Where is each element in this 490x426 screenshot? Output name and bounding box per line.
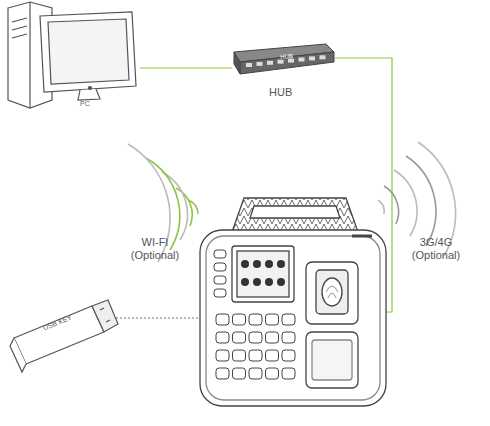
- keypad-key: [233, 332, 246, 343]
- usb-stick: [10, 300, 118, 372]
- keypad-key: [216, 350, 229, 361]
- side-key: [214, 263, 226, 271]
- keypad-key: [233, 314, 246, 325]
- network-cable: [140, 67, 232, 68]
- keypad: [216, 314, 295, 379]
- screen-icon: [253, 260, 261, 268]
- keypad-key: [266, 314, 279, 325]
- hub-port: [246, 63, 252, 67]
- usb-key-label: USB KEY: [42, 314, 73, 333]
- keypad-key: [233, 368, 246, 379]
- keypad-key: [249, 368, 262, 379]
- cellular-label: 3G/4G (Optional): [398, 236, 474, 262]
- hub-port: [278, 60, 284, 64]
- keypad-key: [216, 314, 229, 325]
- pc-label: PC: [80, 100, 90, 108]
- screen-icon: [265, 260, 273, 268]
- hub-label: HUB: [269, 86, 292, 99]
- hub-port: [257, 62, 263, 66]
- wifi-label: WI-FI (Optional): [120, 236, 190, 262]
- hub-port: [320, 55, 326, 59]
- keypad-key: [282, 332, 295, 343]
- keypad-key: [282, 314, 295, 325]
- keypad-key: [233, 350, 246, 361]
- usb-node: USB KEY: [8, 298, 120, 374]
- keypad-key: [282, 368, 295, 379]
- side-key: [214, 289, 226, 297]
- hub-node: HUB HUB: [232, 40, 336, 102]
- time-attendance-terminal: [200, 198, 386, 406]
- side-keys: [214, 250, 226, 297]
- pc-monitor: [40, 12, 136, 100]
- hub-port: [299, 58, 305, 62]
- hub-device: [234, 44, 334, 74]
- hub-body-label: HUB: [280, 53, 293, 61]
- usb-link: [108, 317, 206, 318]
- screen-icons: [241, 260, 285, 286]
- keypad-key: [216, 368, 229, 379]
- keypad-key: [266, 350, 279, 361]
- screen-icon: [277, 278, 285, 286]
- keypad-key: [282, 350, 295, 361]
- keypad-key: [216, 332, 229, 343]
- keypad-key: [266, 332, 279, 343]
- pc-node: PC: [4, 0, 140, 112]
- keypad-key: [249, 314, 262, 325]
- screen-icon: [253, 278, 261, 286]
- screen-icon: [241, 260, 249, 268]
- screen-icon: [241, 278, 249, 286]
- screen-icon: [265, 278, 273, 286]
- screen-icon: [277, 260, 285, 268]
- side-key: [214, 276, 226, 284]
- keypad-key: [249, 332, 262, 343]
- hub-port: [267, 61, 273, 65]
- hub-port: [309, 56, 315, 60]
- keypad-key: [249, 350, 262, 361]
- keypad-key: [266, 368, 279, 379]
- side-key: [214, 250, 226, 258]
